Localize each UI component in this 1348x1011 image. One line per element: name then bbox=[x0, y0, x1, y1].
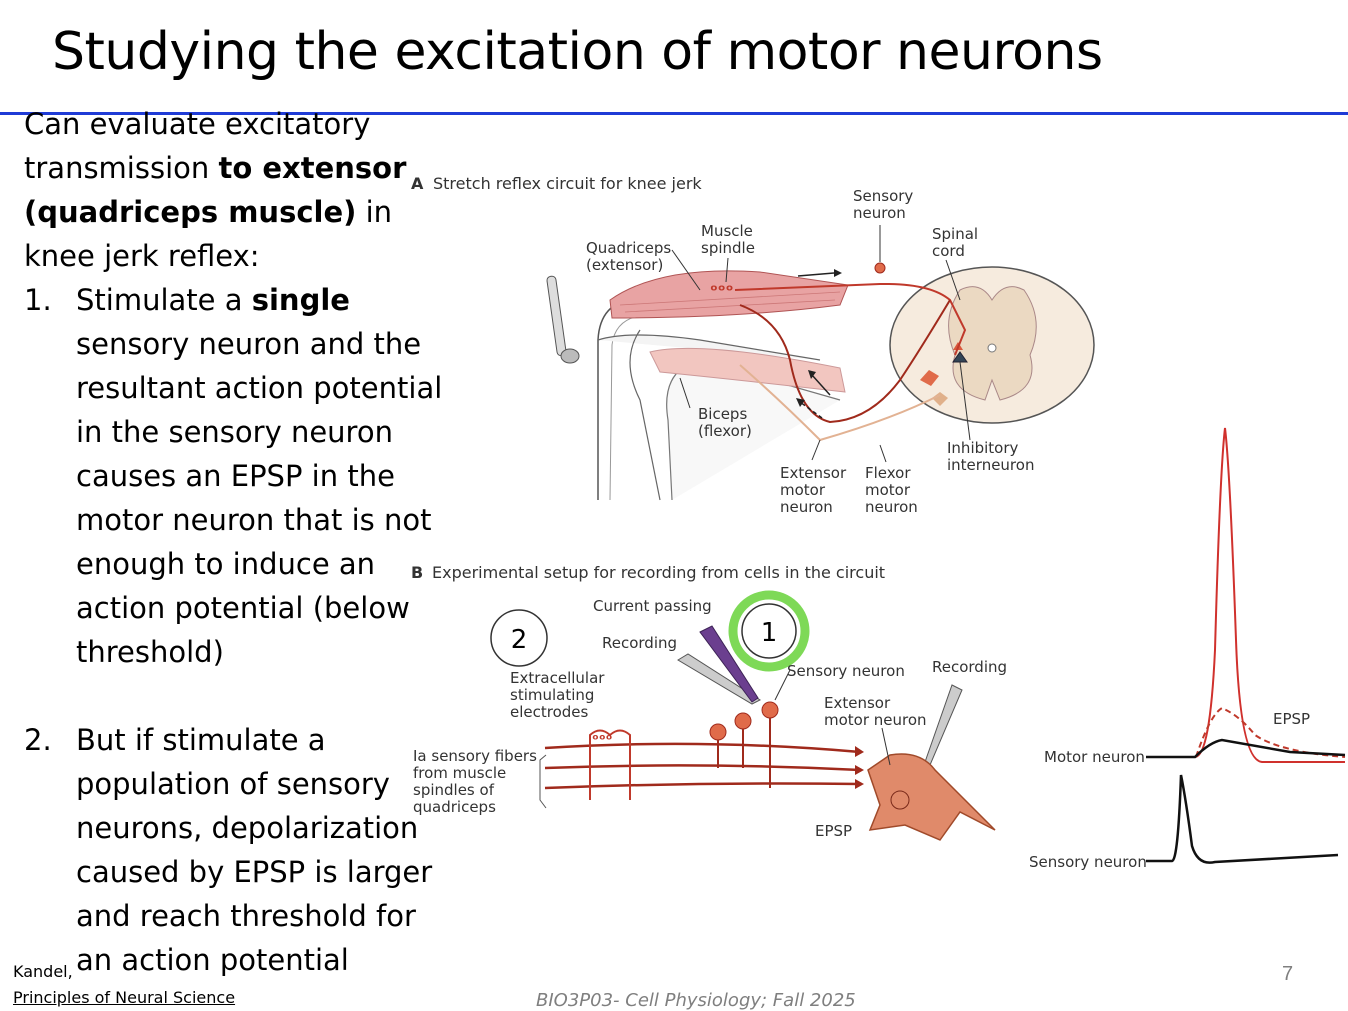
label-ia-2: from muscle bbox=[413, 764, 506, 782]
trace-label-sensory-neuron: Sensory neuron bbox=[1029, 853, 1147, 871]
label-epsp-b: EPSP bbox=[815, 822, 852, 840]
label-extensor-b-2: motor neuron bbox=[824, 711, 927, 729]
label-biceps-1: Biceps bbox=[698, 405, 747, 423]
label-flexor-1: Flexor bbox=[865, 464, 911, 482]
label-sensory-neuron-a-1: Sensory bbox=[853, 187, 913, 205]
label-extracellular-3: electrodes bbox=[510, 703, 589, 721]
label-recording-right: Recording bbox=[932, 658, 1007, 676]
reflex-pathways bbox=[671, 225, 971, 463]
panel-a-letter: A bbox=[411, 174, 424, 193]
label-spinal-cord-1: Spinal bbox=[932, 225, 978, 243]
trace-label-motor-neuron: Motor neuron bbox=[1044, 748, 1145, 766]
label-ia-4: quadriceps bbox=[413, 798, 496, 816]
list-item-1: 1.Stimulate a single sensory neuron and … bbox=[24, 283, 443, 669]
label-ia-3: spindles of bbox=[413, 781, 495, 799]
label-inhibitory-1: Inhibitory bbox=[947, 439, 1019, 457]
label-quadriceps-2: (extensor) bbox=[586, 256, 663, 274]
label-sensory-neuron-b: Sensory neuron bbox=[787, 662, 905, 680]
trace-label-epsp: EPSP bbox=[1273, 710, 1310, 728]
marker-2 bbox=[490, 609, 548, 667]
page-number: 7 bbox=[1282, 963, 1294, 985]
panel-b-letter: B bbox=[411, 563, 423, 582]
label-biceps-2: (flexor) bbox=[698, 422, 752, 440]
label-spinal-cord-2: cord bbox=[932, 242, 965, 260]
label-muscle-spindle-2: spindle bbox=[701, 239, 755, 257]
svg-text:ᵒᵒᵒ: ᵒᵒᵒ bbox=[592, 732, 613, 748]
panel-b-title: Experimental setup for recording from ce… bbox=[432, 563, 885, 582]
slide-body: Can evaluate excitatory transmission to … bbox=[24, 102, 444, 982]
marker-1-highlight bbox=[728, 590, 810, 672]
label-extensor-a-2: motor bbox=[780, 481, 826, 499]
leg-illustration: ᵒᵒᵒ bbox=[546, 270, 849, 501]
marker-1 bbox=[741, 603, 797, 659]
label-sensory-neuron-a-2: neuron bbox=[853, 204, 906, 222]
list-item-2: 2.But if stimulate a population of senso… bbox=[24, 723, 433, 977]
label-extensor-a-1: Extensor bbox=[780, 464, 847, 482]
marker-2-label: 2 bbox=[511, 625, 528, 655]
title-underline bbox=[0, 112, 1348, 115]
label-extracellular-2: stimulating bbox=[510, 686, 594, 704]
label-inhibitory-2: interneuron bbox=[947, 456, 1034, 474]
label-extracellular-1: Extracellular bbox=[510, 669, 605, 687]
label-flexor-3: neuron bbox=[865, 498, 918, 516]
svg-text:ᵒᵒᵒ: ᵒᵒᵒ bbox=[710, 281, 733, 300]
citation-author: Kandel, bbox=[13, 962, 73, 981]
citation-link[interactable]: Principles of Neural Science bbox=[13, 988, 236, 1007]
recording-traces bbox=[1146, 427, 1346, 864]
intro-paragraph: Can evaluate excitatory transmission to … bbox=[24, 107, 407, 273]
experimental-setup: ᵒᵒᵒ bbox=[539, 625, 996, 841]
label-extensor-a-3: neuron bbox=[780, 498, 833, 516]
slide-footer: BIO3P03- Cell Physiology; Fall 2025 bbox=[536, 990, 856, 1011]
label-muscle-spindle-1: Muscle bbox=[701, 222, 753, 240]
label-quadriceps-1: Quadriceps bbox=[586, 239, 671, 257]
label-recording-left: Recording bbox=[602, 634, 677, 652]
slide-title: Studying the excitation of motor neurons bbox=[52, 22, 1103, 82]
marker-1-label: 1 bbox=[761, 618, 778, 648]
label-extensor-b-1: Extensor bbox=[824, 694, 891, 712]
label-current-passing: Current passing bbox=[593, 597, 712, 615]
label-ia-1: Ia sensory fibers bbox=[413, 747, 537, 765]
spinal-cord-section bbox=[889, 266, 1095, 424]
label-flexor-2: motor bbox=[865, 481, 911, 499]
panel-a-title: Stretch reflex circuit for knee jerk bbox=[433, 174, 702, 193]
